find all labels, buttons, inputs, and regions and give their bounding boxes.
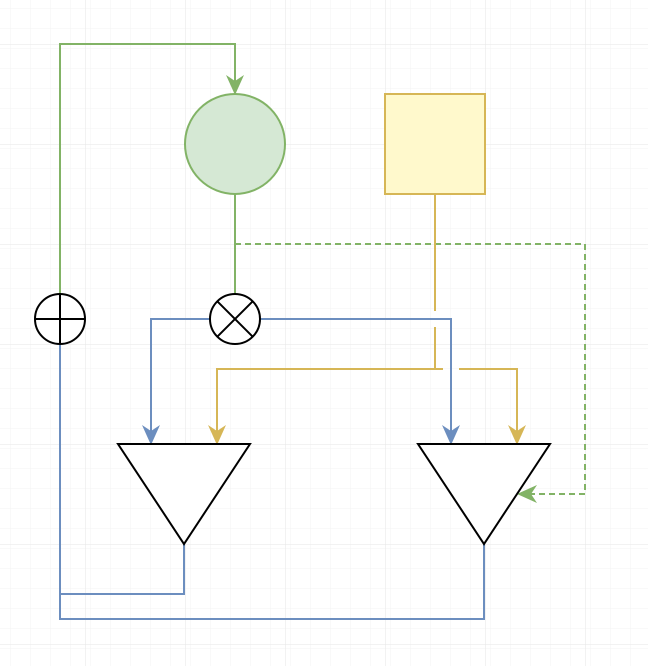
plus-icon — [35, 294, 85, 344]
edge-dashed-to-right-amplifier[interactable] — [235, 243, 586, 503]
edge-multiplier-to-left-amplifier[interactable] — [142, 318, 210, 445]
edge-square-to-right-amplifier[interactable] — [435, 368, 517, 444]
cross-icon — [216, 300, 254, 338]
edge-sum-to-circle[interactable] — [59, 43, 244, 294]
edge-right-amplifier-to-sum[interactable] — [59, 344, 485, 620]
amplifier-left-node[interactable] — [116, 443, 252, 546]
edge-square-to-left-amplifier[interactable] — [217, 194, 436, 444]
edge-left-amplifier-to-sum[interactable] — [60, 544, 185, 595]
multiplier-junction-node[interactable] — [209, 293, 261, 345]
source-square-node[interactable] — [384, 93, 486, 195]
summing-junction-node[interactable] — [34, 293, 86, 345]
amplifier-right-node[interactable] — [416, 443, 552, 546]
edge-multiplier-to-right-amplifier[interactable] — [260, 318, 460, 445]
source-circle-node[interactable] — [184, 93, 286, 195]
